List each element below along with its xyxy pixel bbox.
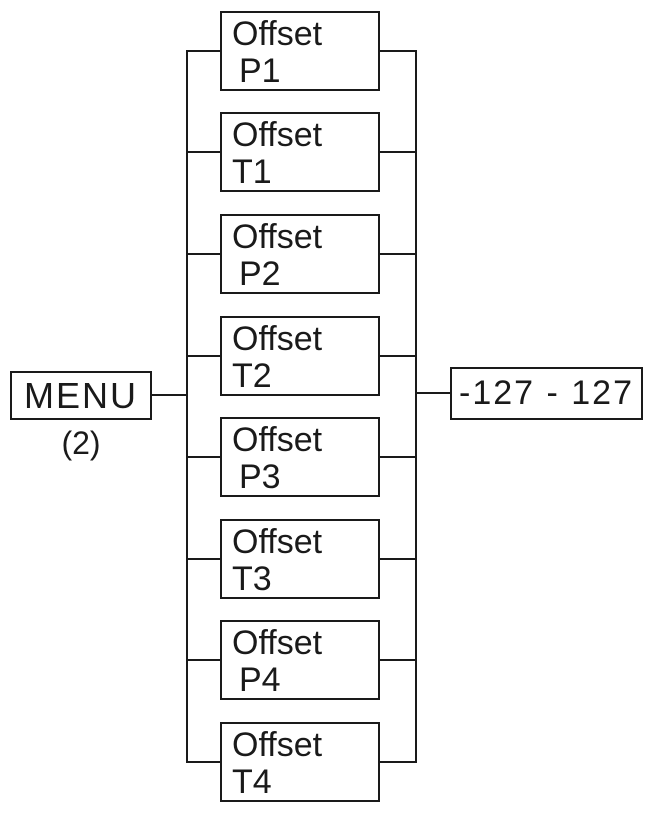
- option-label-line1: Offset: [232, 116, 323, 154]
- menu-step-caption: (2): [61, 425, 101, 461]
- connector-line-right-t2: [379, 355, 417, 357]
- option-box-offset-t2: Offset T2: [220, 316, 380, 396]
- connector-line-left-t4: [186, 761, 220, 763]
- connector-line-left-p2: [186, 253, 220, 255]
- connector-line-right-t1: [379, 151, 417, 153]
- option-label-line1: Offset: [232, 624, 323, 662]
- option-box-offset-t4: Offset T4: [220, 722, 380, 802]
- connector-line-right-t4: [379, 761, 417, 763]
- connector-line-right-p2: [379, 253, 417, 255]
- option-box-offset-p4: Offset P4: [220, 620, 380, 700]
- range-label: -127 - 127: [459, 374, 634, 412]
- connector-line-left-p3: [186, 456, 220, 458]
- menu-label: MENU: [24, 375, 138, 416]
- option-label-line1: Offset: [232, 421, 323, 459]
- option-box-offset-p2: Offset P2: [220, 214, 380, 294]
- right-rail-line: [415, 50, 417, 763]
- option-label-line2: T4: [232, 763, 272, 801]
- option-box-offset-t1: Offset T1: [220, 112, 380, 192]
- option-label-line2: P4: [239, 661, 281, 699]
- option-label-line2: T3: [232, 560, 272, 598]
- option-label-line1: Offset: [232, 15, 323, 53]
- option-box-offset-p3: Offset P3: [220, 417, 380, 497]
- option-label-line2: P2: [239, 255, 281, 293]
- connector-line-right-t3: [379, 558, 417, 560]
- connector-line-right-p1: [379, 50, 417, 52]
- range-box: -127 - 127: [450, 367, 643, 420]
- connector-line-left-t3: [186, 558, 220, 560]
- connector-line-left-t1: [186, 151, 220, 153]
- option-label-line2: P1: [239, 52, 281, 90]
- connector-line-right-p4: [379, 659, 417, 661]
- connector-line-left-t2: [186, 355, 220, 357]
- range-connector-line: [415, 392, 452, 394]
- option-box-offset-p1: Offset P1: [220, 11, 380, 91]
- option-label-line1: Offset: [232, 218, 323, 256]
- option-label-line2: T1: [232, 153, 272, 191]
- option-label-line1: Offset: [232, 523, 323, 561]
- option-label-line2: P3: [239, 458, 281, 496]
- option-label-line2: T2: [232, 357, 272, 395]
- menu-connector-line: [151, 394, 188, 396]
- menu-box: MENU: [10, 371, 152, 420]
- connector-line-left-p1: [186, 50, 220, 52]
- option-label-line1: Offset: [232, 320, 323, 358]
- left-rail-line: [186, 50, 188, 763]
- connector-line-right-p3: [379, 456, 417, 458]
- option-box-offset-t3: Offset T3: [220, 519, 380, 599]
- connector-line-left-p4: [186, 659, 220, 661]
- option-label-line1: Offset: [232, 726, 323, 764]
